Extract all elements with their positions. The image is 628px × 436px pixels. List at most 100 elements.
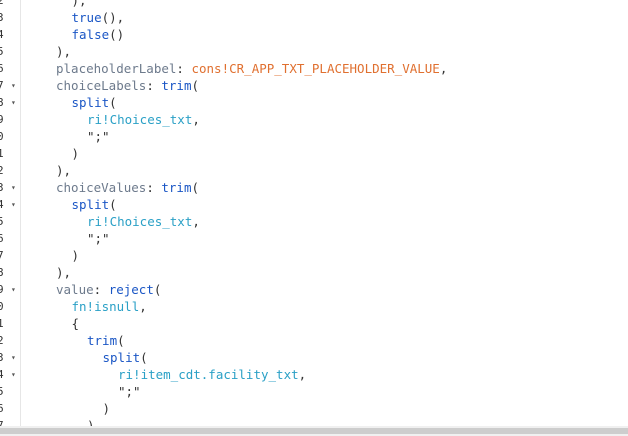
code-token: ), bbox=[56, 265, 72, 280]
code-token: ( bbox=[153, 282, 162, 297]
code-text: ) bbox=[103, 400, 111, 417]
code-token: placeholderLabel bbox=[56, 61, 177, 76]
code-text: true(), bbox=[72, 9, 125, 26]
code-token: ) bbox=[71, 248, 80, 263]
code-text: ), bbox=[56, 264, 71, 281]
line-number: 3 bbox=[0, 11, 4, 24]
code-line[interactable]: 4▾ri!item_cdt.facility_txt, bbox=[0, 366, 628, 383]
line-number: 0 bbox=[0, 300, 4, 313]
code-token: ri!Choices_txt bbox=[87, 112, 193, 127]
code-line[interactable]: 8▾split( bbox=[0, 94, 628, 111]
scrollbar-thumb[interactable] bbox=[0, 428, 628, 434]
code-token: (), bbox=[101, 10, 125, 25]
code-text: choiceValues: trim( bbox=[56, 179, 199, 196]
code-text: ri!Choices_txt, bbox=[87, 213, 200, 230]
code-line[interactable]: 3 true(), bbox=[0, 9, 628, 26]
code-token: choiceValues bbox=[56, 180, 147, 195]
line-number: 3 bbox=[0, 181, 4, 194]
line-number: 2 bbox=[0, 0, 4, 7]
line-number: 0 bbox=[0, 130, 4, 143]
fold-toggle-icon[interactable]: ▾ bbox=[11, 370, 16, 379]
code-token: ), bbox=[56, 163, 72, 178]
code-token: ) bbox=[102, 401, 111, 416]
code-line[interactable]: 4 false() bbox=[0, 26, 628, 43]
code-text: split( bbox=[103, 349, 148, 366]
fold-toggle-icon[interactable]: ▾ bbox=[11, 98, 16, 107]
code-line[interactable]: 0";" bbox=[0, 128, 628, 145]
code-token: : bbox=[146, 78, 162, 93]
code-token: , bbox=[439, 61, 448, 76]
fold-toggle-icon[interactable]: ▾ bbox=[11, 183, 16, 192]
code-line[interactable]: 7 ▾ choiceLabels: trim( bbox=[0, 77, 628, 94]
code-line[interactable]: 6) bbox=[0, 400, 628, 417]
code-token: value bbox=[56, 282, 94, 297]
code-token: () bbox=[109, 27, 125, 42]
code-line[interactable]: 6";" bbox=[0, 230, 628, 247]
code-token: { bbox=[71, 316, 80, 331]
code-text: false() bbox=[72, 26, 125, 43]
line-number: 1 bbox=[0, 147, 4, 160]
line-number: 7 bbox=[0, 79, 4, 92]
code-token: ";" bbox=[118, 384, 141, 399]
code-text: ), bbox=[56, 162, 71, 179]
line-number: 9 bbox=[0, 283, 4, 296]
code-token: false bbox=[71, 27, 110, 42]
code-line[interactable]: 8), bbox=[0, 264, 628, 281]
code-token: choiceLabels bbox=[56, 78, 147, 93]
code-text: value: reject( bbox=[56, 281, 161, 298]
line-number: 5 bbox=[0, 215, 4, 228]
code-line[interactable]: 1{ bbox=[0, 315, 628, 332]
code-token: : bbox=[146, 180, 162, 195]
line-number: 8 bbox=[0, 266, 4, 279]
code-line[interactable]: 9 ▾ value: reject( bbox=[0, 281, 628, 298]
code-line[interactable]: 3▾split( bbox=[0, 349, 628, 366]
code-text: { bbox=[72, 315, 80, 332]
line-number: 6 bbox=[0, 402, 4, 415]
code-token: ( bbox=[140, 350, 148, 365]
code-text: ri!Choices_txt, bbox=[87, 111, 200, 128]
fold-toggle-icon[interactable]: ▾ bbox=[11, 81, 16, 90]
code-line[interactable]: 7) bbox=[0, 247, 628, 264]
line-number: 4 bbox=[0, 28, 4, 41]
fold-toggle-icon[interactable]: ▾ bbox=[11, 285, 16, 294]
code-token: ( bbox=[191, 180, 200, 195]
code-token: split bbox=[71, 197, 110, 212]
code-text: split( bbox=[72, 196, 117, 213]
fold-toggle-icon[interactable]: ▾ bbox=[11, 353, 16, 362]
code-line[interactable]: 5 ri!Choices_txt, bbox=[0, 213, 628, 230]
code-token: , bbox=[298, 367, 307, 382]
code-line[interactable]: 5), bbox=[0, 43, 628, 60]
code-token: reject bbox=[108, 282, 154, 297]
code-token: trim bbox=[161, 78, 192, 93]
line-number: 5 bbox=[0, 385, 4, 398]
code-line[interactable]: 7) bbox=[0, 417, 628, 426]
code-token: ( bbox=[191, 78, 200, 93]
code-line[interactable]: 3 ▾ choiceValues: trim( bbox=[0, 179, 628, 196]
code-line[interactable]: 4▾split( bbox=[0, 196, 628, 213]
code-line[interactable]: 2), bbox=[0, 0, 628, 9]
code-token: : bbox=[93, 282, 109, 297]
fold-toggle-icon[interactable]: ▾ bbox=[11, 200, 16, 209]
code-token: , bbox=[192, 214, 200, 229]
code-text: ) bbox=[87, 417, 95, 426]
line-number: 6 bbox=[0, 62, 4, 75]
code-text: ) bbox=[72, 247, 80, 264]
code-token: ) bbox=[87, 418, 95, 426]
code-line[interactable]: 2), bbox=[0, 162, 628, 179]
code-token: ), bbox=[71, 0, 87, 8]
horizontal-scrollbar[interactable] bbox=[0, 426, 628, 436]
code-token: fn!isnull bbox=[71, 299, 140, 314]
code-token: ";" bbox=[87, 231, 110, 246]
code-token: trim bbox=[87, 333, 118, 348]
code-token: cons!CR_APP_TXT_PLACEHOLDER_VALUE bbox=[191, 61, 440, 76]
code-line[interactable]: 1) bbox=[0, 145, 628, 162]
code-line[interactable]: 5 ";" bbox=[0, 383, 628, 400]
code-token: ri!Choices_txt bbox=[87, 214, 193, 229]
code-text: split( bbox=[72, 94, 117, 111]
